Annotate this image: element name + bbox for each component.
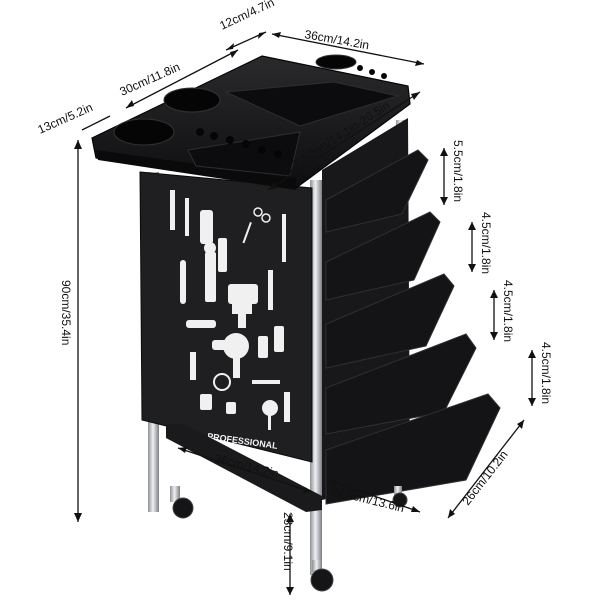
drawer [325, 211, 441, 301]
drawer [325, 333, 477, 435]
drawer [325, 273, 455, 369]
panel-tool-graphics [170, 190, 290, 430]
cup-holder-front [113, 118, 175, 146]
top-tray-front-edge [96, 150, 296, 190]
drawers [325, 149, 501, 505]
tool-holes [196, 65, 387, 158]
dim-drawer-2: 4.5cm/1.8in [479, 212, 493, 274]
cup-holder-middle [163, 87, 221, 113]
dim-drawer-4: 4.5cm/1.8in [539, 342, 553, 404]
drawer [325, 393, 501, 505]
trolley: PROFESSIONAL [91, 54, 501, 592]
front-pole [310, 180, 322, 575]
dim-leg: 23cm/9.1in [281, 512, 295, 571]
base-frame [166, 424, 322, 512]
caster-wheel [172, 497, 194, 519]
caster-wheel [310, 568, 334, 592]
dim-drawer-1: 5.5cm/1.8in [451, 140, 465, 202]
drawer [325, 149, 429, 233]
cup-holder-back [315, 54, 357, 70]
dim-height: 90cm/35.4in [59, 280, 73, 345]
dim-top-width: 36cm/14.2in [303, 27, 370, 52]
tray-compartment [224, 81, 400, 127]
dim-holder: 13cm/5.2in [36, 100, 95, 137]
dim-top-depth: 12cm/4.7in [217, 0, 276, 33]
dimension-lines [74, 31, 536, 595]
dim-drawer-3: 4.5cm/1.8in [501, 280, 515, 342]
